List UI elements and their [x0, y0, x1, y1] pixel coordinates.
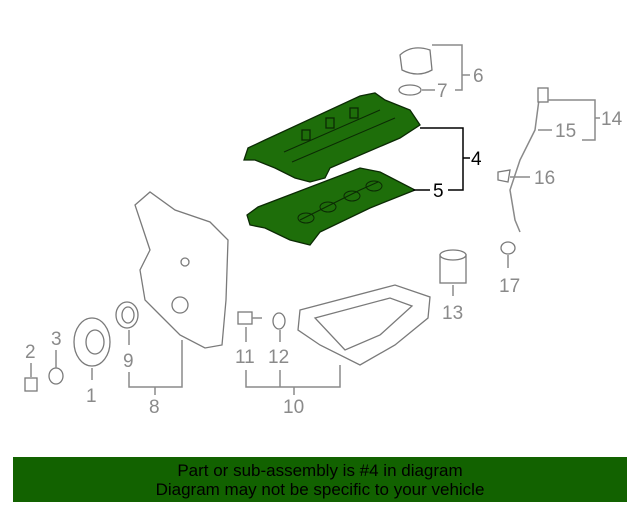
callout-10: 10 [283, 397, 304, 418]
part-13-oil-filter[interactable] [439, 249, 467, 284]
callout-16: 16 [534, 168, 555, 189]
notice-banner: Part or sub-assembly is #4 in diagram Di… [13, 457, 627, 502]
callout-1: 1 [86, 386, 97, 407]
part-3-washer[interactable] [48, 367, 64, 385]
callout-14: 14 [601, 109, 623, 130]
part-12-gasket[interactable] [272, 312, 286, 330]
callout-8: 8 [149, 397, 160, 418]
leader-lines [30, 44, 600, 395]
callout-12: 12 [268, 347, 289, 368]
notice-line-2: Diagram may not be specific to your vehi… [155, 480, 485, 499]
part-14-dipstick[interactable] [497, 87, 549, 233]
part-11-drain-plug[interactable] [237, 311, 262, 325]
callout-3: 3 [51, 329, 62, 350]
callout-7: 7 [437, 81, 448, 102]
callout-2: 2 [25, 342, 36, 363]
notice-line-1: Part or sub-assembly is #4 in diagram [177, 461, 463, 480]
callout-13: 13 [442, 303, 463, 324]
part-6-oil-cap[interactable] [399, 47, 433, 75]
part-17-seal[interactable] [500, 241, 516, 255]
part-4-valve-cover-highlighted[interactable] [243, 92, 421, 183]
callout-6: 6 [473, 66, 484, 87]
part-9-seal[interactable] [115, 301, 139, 329]
callout-4: 4 [471, 149, 482, 170]
part-1-crank-pulley[interactable] [73, 317, 111, 367]
part-5-valve-cover-gasket-highlighted[interactable] [246, 167, 417, 246]
parts-diagram: 1 2 3 4 5 6 7 8 9 10 11 12 13 14 15 16 1… [24, 44, 623, 418]
callout-9: 9 [123, 351, 134, 372]
callout-11: 11 [235, 347, 255, 368]
part-10-oil-pan[interactable] [297, 284, 431, 366]
callout-5: 5 [433, 181, 444, 202]
part-2-bolt[interactable] [24, 377, 38, 392]
part-7-o-ring[interactable] [398, 84, 422, 96]
callout-17: 17 [499, 276, 520, 297]
part-8-timing-cover[interactable] [134, 191, 229, 349]
callout-15: 15 [555, 121, 576, 142]
